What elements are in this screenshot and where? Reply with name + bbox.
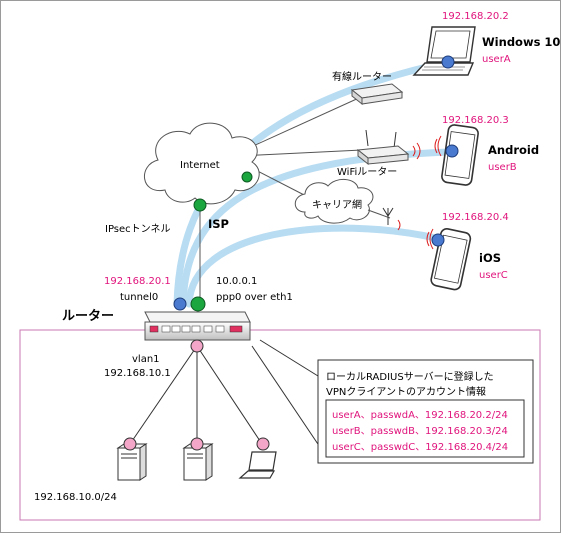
tunnel-path-ios — [185, 224, 440, 308]
lan-box — [19, 329, 541, 521]
client-nodes — [431, 55, 459, 247]
tunnel0-ip: 192.168.20.1 — [104, 276, 171, 287]
antenna-icon — [382, 207, 394, 225]
green-nodes — [190, 171, 253, 312]
node-server-1 — [123, 437, 137, 451]
callout-accounts-box — [325, 399, 525, 458]
node-internet-edge — [241, 171, 253, 183]
android-name: Android — [488, 143, 539, 157]
tunnel0-label: tunnel0 — [120, 292, 158, 303]
node-ppp0 — [190, 296, 206, 312]
server-icon — [182, 443, 214, 481]
account-row: userB、passwdB、192.168.20.3/24 — [332, 426, 508, 437]
account-row: userA、passwdA、192.168.20.2/24 — [332, 410, 508, 421]
windows-user: userA — [482, 54, 511, 65]
ios-user: userC — [479, 270, 508, 281]
wired-router-label: 有線ルーター — [332, 70, 392, 83]
main-router-icon — [144, 311, 251, 341]
node-laptop — [256, 437, 270, 451]
carrier-cloud — [294, 179, 374, 224]
android-user: userB — [488, 162, 517, 173]
account-row: userC、passwdC、192.168.20.4/24 — [332, 442, 508, 453]
node-windows — [441, 55, 455, 69]
wired-router-icon — [350, 83, 404, 106]
windows-ip: 192.168.20.2 — [442, 11, 509, 22]
callout-title-line1: ローカルRADIUSサーバーに登録した — [326, 370, 494, 383]
android-ip: 192.168.20.3 — [442, 115, 509, 126]
callout-pointer — [251, 339, 331, 463]
internet-label: Internet — [180, 160, 220, 171]
wifi-waves-icon — [397, 135, 442, 250]
android-phone-icon — [441, 124, 479, 186]
wifi-router-icon — [356, 129, 410, 166]
lan-links — [129, 345, 263, 445]
node-android — [445, 144, 459, 158]
ipsec-tunnel-label: IPsecトンネル — [105, 223, 170, 235]
node-tunnel0 — [173, 297, 187, 311]
lan-network-label: 192.168.10.0/24 — [34, 492, 117, 503]
windows-laptop-icon — [412, 26, 476, 76]
node-server-2 — [190, 437, 204, 451]
node-isp — [193, 198, 207, 212]
ppp0-ip: 10.0.0.1 — [216, 276, 257, 287]
vlan1-label: vlan1 — [132, 354, 160, 365]
node-ios — [431, 233, 445, 247]
vlan1-ip: 192.168.10.1 — [104, 368, 171, 379]
router-label: ルーター — [62, 309, 114, 324]
lan-laptop-icon — [238, 451, 277, 479]
lan-nodes — [123, 339, 270, 451]
wifi-router-label: WiFiルーター — [337, 166, 397, 178]
ios-ip: 192.168.20.4 — [442, 212, 509, 223]
windows-name: Windows 10 — [482, 35, 560, 49]
node-vlan1 — [190, 339, 204, 353]
callout-title-line2: VPNクライアントのアカウント情報 — [326, 385, 486, 398]
ios-name: iOS — [479, 251, 501, 265]
carrier-label: キャリア網 — [312, 198, 362, 211]
isp-label: ISP — [208, 217, 229, 231]
ppp0-label: ppp0 over eth1 — [216, 292, 293, 303]
